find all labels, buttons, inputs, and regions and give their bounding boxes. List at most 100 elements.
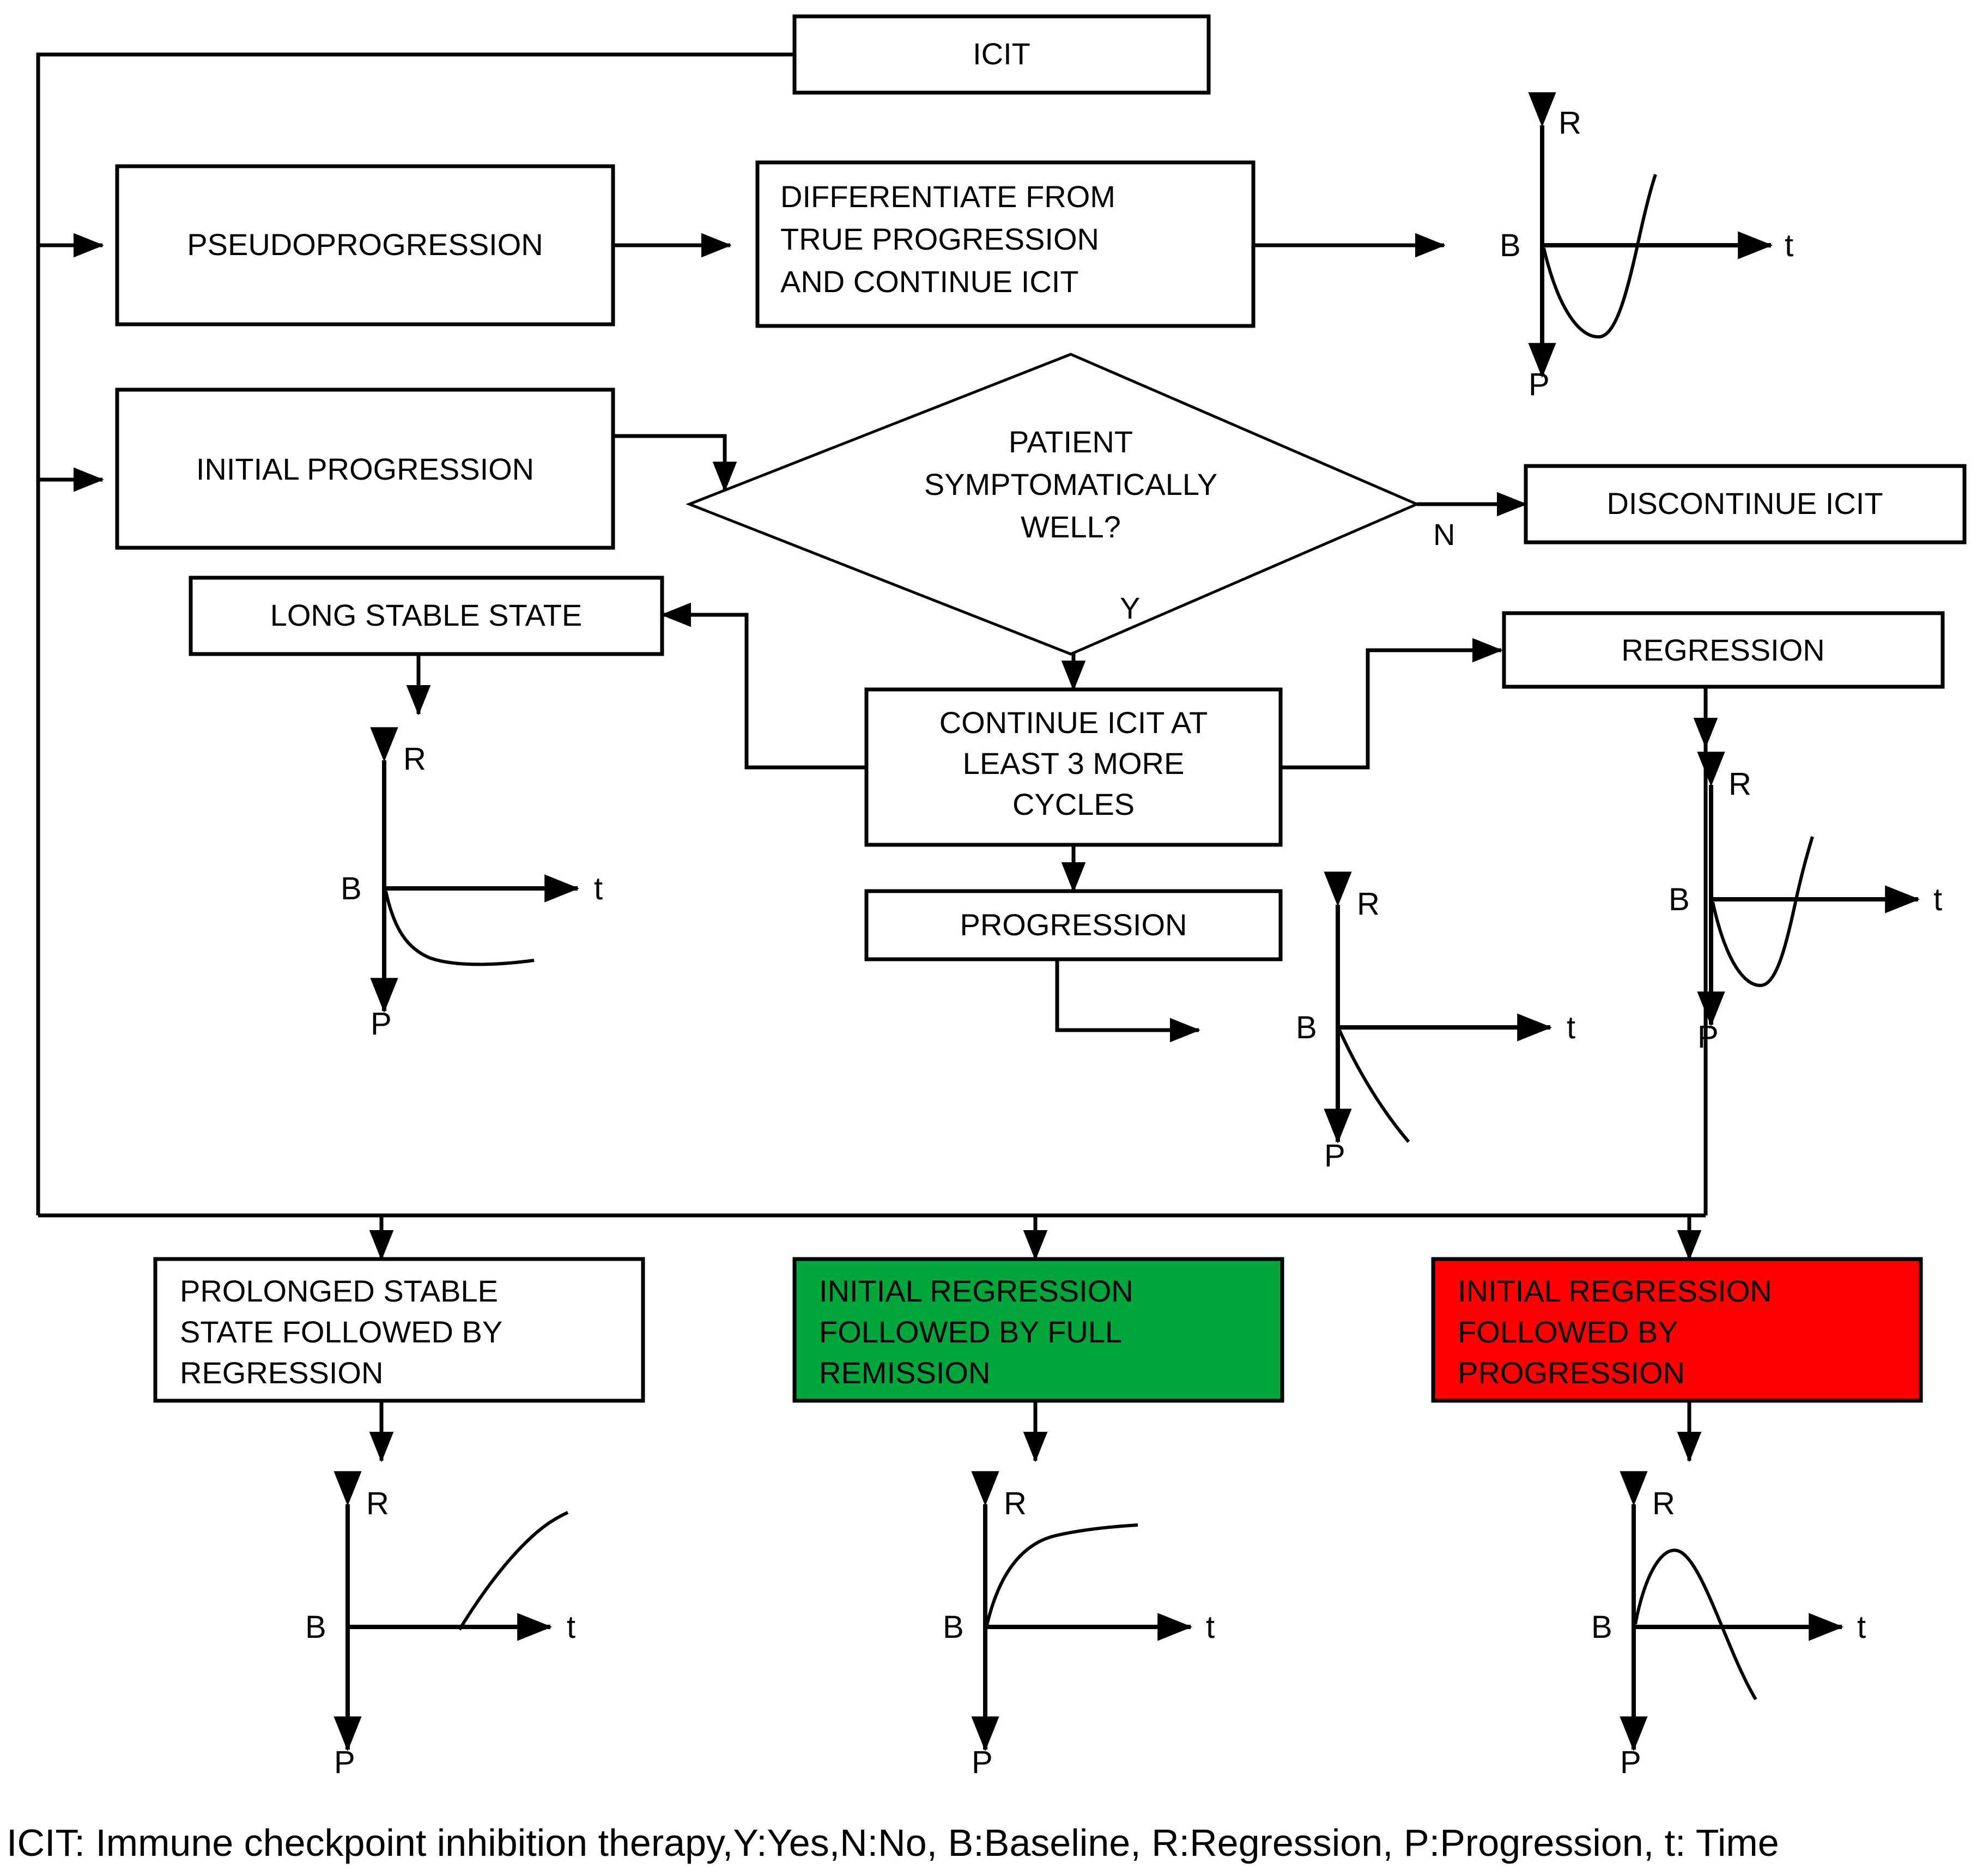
node-pseudoprogression[interactable]: PSEUDOPROGRESSION xyxy=(115,164,615,326)
chart-regression-axis-t: t xyxy=(1933,882,1942,917)
chart-prolonged-stable-regression: R t B P xyxy=(305,1471,575,1780)
chart-prolonged-stable-regression-curve xyxy=(458,1511,569,1631)
node-discontinue-icit-box[interactable] xyxy=(1524,464,1967,544)
node-progression[interactable]: PROGRESSION xyxy=(864,889,1283,961)
node-pseudoprogression-box[interactable] xyxy=(115,164,615,326)
chart-long-stable-axis-b: B xyxy=(341,871,362,906)
node-full-remission-line-1: INITIAL REGRESSION xyxy=(819,1274,1133,1308)
node-regression-progression-line-3: PROGRESSION xyxy=(1458,1355,1685,1390)
node-differentiate-line-3: AND CONTINUE ICIT xyxy=(780,264,1079,299)
chart-regression-progression-axis-b: B xyxy=(1591,1609,1612,1645)
chart-progression-axis-t: t xyxy=(1567,1010,1575,1045)
chart-pseudoprogression-axis-r: R xyxy=(1558,105,1581,141)
node-differentiate-line-2: TRUE PROGRESSION xyxy=(780,222,1099,256)
node-continue-icit-line-2: LEAST 3 MORE xyxy=(963,746,1185,780)
chart-progression-axis-b: B xyxy=(1296,1010,1317,1045)
chart-full-remission-axis-r: R xyxy=(1004,1486,1027,1521)
chart-full-remission-curve xyxy=(985,1523,1138,1626)
node-prolonged-stable-line-3: REGRESSION xyxy=(180,1355,383,1390)
node-full-remission-line-2: FOLLOWED BY FULL xyxy=(819,1315,1122,1349)
chart-long-stable-axis-p: P xyxy=(371,1006,392,1042)
edge-label-no: N xyxy=(1433,517,1455,552)
node-regression-progression-line-1: INITIAL REGRESSION xyxy=(1458,1274,1772,1308)
connector-initial-progression-to-decision xyxy=(613,434,737,492)
node-decision-patient-well[interactable]: PATIENT SYMPTOMATICALLY WELL? xyxy=(686,353,1421,656)
chart-regression-progression-axis-r: R xyxy=(1652,1486,1675,1521)
node-regression[interactable]: REGRESSION xyxy=(1502,611,1945,689)
chart-initial-regression-full-remission: R t B P xyxy=(943,1471,1215,1780)
node-initial-progression-label: INITIAL PROGRESSION xyxy=(196,452,534,486)
chart-full-remission-axis-t: t xyxy=(1206,1609,1215,1645)
node-long-stable-state-box[interactable] xyxy=(189,576,664,656)
chart-regression-curve xyxy=(1711,836,1814,988)
node-initial-regression-full-remission[interactable]: INITIAL REGRESSION FOLLOWED BY FULL REMI… xyxy=(792,1257,1284,1403)
chart-regression-progression-curve xyxy=(1634,1548,1757,1700)
chart-prolonged-axis-b: B xyxy=(305,1609,326,1645)
connector-progression-to-chart xyxy=(1055,959,1200,1043)
node-continue-icit[interactable]: CONTINUE ICIT AT LEAST 3 MORE CYCLES xyxy=(864,687,1283,847)
node-regression-box[interactable] xyxy=(1502,611,1945,689)
chart-initial-regression-progression: R t B P xyxy=(1591,1471,1866,1780)
node-initial-regression-progression-box[interactable] xyxy=(1431,1257,1923,1403)
node-discontinue-icit[interactable]: DISCONTINUE ICIT xyxy=(1524,464,1967,544)
node-long-stable-state[interactable]: LONG STABLE STATE xyxy=(189,576,664,656)
node-regression-label: REGRESSION xyxy=(1621,633,1824,667)
node-long-stable-state-label: LONG STABLE STATE xyxy=(270,598,583,632)
chart-pseudoprogression: R t B P xyxy=(1500,92,1793,402)
node-differentiate[interactable]: DIFFERENTIATE FROM TRUE PROGRESSION AND … xyxy=(755,160,1256,328)
node-continue-icit-line-1: CONTINUE ICIT AT xyxy=(939,705,1208,740)
chart-regression-progression-axis-t: t xyxy=(1857,1609,1866,1645)
node-full-remission-line-3: REMISSION xyxy=(819,1355,990,1390)
chart-regression-progression-axis-p: P xyxy=(1620,1745,1641,1780)
chart-regression: R t B P xyxy=(1669,752,1942,1055)
chart-regression-axis-b: B xyxy=(1669,882,1690,917)
node-discontinue-icit-label: DISCONTINUE ICIT xyxy=(1606,486,1883,521)
node-decision-line-2: SYMPTOMATICALLY xyxy=(924,467,1217,501)
diagram-caption: ICIT: Immune checkpoint inhibition thera… xyxy=(7,1821,1779,1864)
node-prolonged-stable-regression-box[interactable] xyxy=(153,1257,645,1403)
node-icit[interactable]: ICIT xyxy=(792,14,1211,95)
chart-long-stable-state: R t B P xyxy=(341,727,603,1042)
node-differentiate-box[interactable] xyxy=(755,160,1256,328)
chart-pseudoprogression-axis-p: P xyxy=(1529,367,1550,402)
node-continue-icit-line-3: CYCLES xyxy=(1012,787,1135,821)
chart-progression-axis-p: P xyxy=(1324,1138,1345,1173)
node-regression-progression-line-2: FOLLOWED BY xyxy=(1458,1315,1678,1349)
node-decision-diamond[interactable] xyxy=(686,353,1421,656)
chart-full-remission-axis-b: B xyxy=(943,1609,964,1645)
node-decision-line-3: WELL? xyxy=(1021,510,1121,544)
node-differentiate-line-1: DIFFERENTIATE FROM xyxy=(780,179,1115,214)
node-icit-box[interactable] xyxy=(792,14,1211,95)
node-progression-label: PROGRESSION xyxy=(960,907,1187,942)
chart-pseudoprogression-axis-b: B xyxy=(1500,228,1521,263)
chart-prolonged-axis-p: P xyxy=(334,1745,355,1780)
chart-progression-curve xyxy=(1338,1029,1410,1143)
chart-pseudoprogression-curve xyxy=(1542,174,1657,339)
connector-icit-left-spine xyxy=(36,52,795,1215)
node-prolonged-stable-line-1: PROLONGED STABLE xyxy=(180,1274,498,1308)
node-continue-icit-box[interactable] xyxy=(864,687,1283,847)
node-initial-progression[interactable]: INITIAL PROGRESSION xyxy=(115,388,615,550)
node-initial-regression-full-remission-box[interactable] xyxy=(792,1257,1284,1403)
chart-regression-axis-r: R xyxy=(1729,766,1751,802)
chart-pseudoprogression-axis-t: t xyxy=(1785,228,1793,263)
chart-full-remission-axis-p: P xyxy=(972,1745,993,1780)
node-progression-box[interactable] xyxy=(864,889,1283,961)
connector-layer xyxy=(36,52,1718,1462)
node-pseudoprogression-label: PSEUDOPROGRESSION xyxy=(187,227,543,262)
connector-continue-to-long-stable xyxy=(660,602,866,770)
chart-prolonged-axis-r: R xyxy=(366,1486,389,1521)
chart-long-stable-state-curve xyxy=(384,891,535,966)
chart-long-stable-axis-r: R xyxy=(403,741,426,777)
chart-progression: R t B P xyxy=(1296,872,1575,1173)
node-decision-line-1: PATIENT xyxy=(1009,425,1133,459)
chart-progression-axis-r: R xyxy=(1357,886,1380,922)
node-initial-regression-progression[interactable]: INITIAL REGRESSION FOLLOWED BY PROGRESSI… xyxy=(1431,1257,1923,1403)
edge-label-yes: Y xyxy=(1120,591,1140,625)
node-initial-progression-box[interactable] xyxy=(115,388,615,550)
chart-long-stable-axis-t: t xyxy=(594,871,603,906)
node-prolonged-stable-regression[interactable]: PROLONGED STABLE STATE FOLLOWED BY REGRE… xyxy=(153,1257,645,1403)
connector-continue-to-regression xyxy=(1281,638,1503,770)
